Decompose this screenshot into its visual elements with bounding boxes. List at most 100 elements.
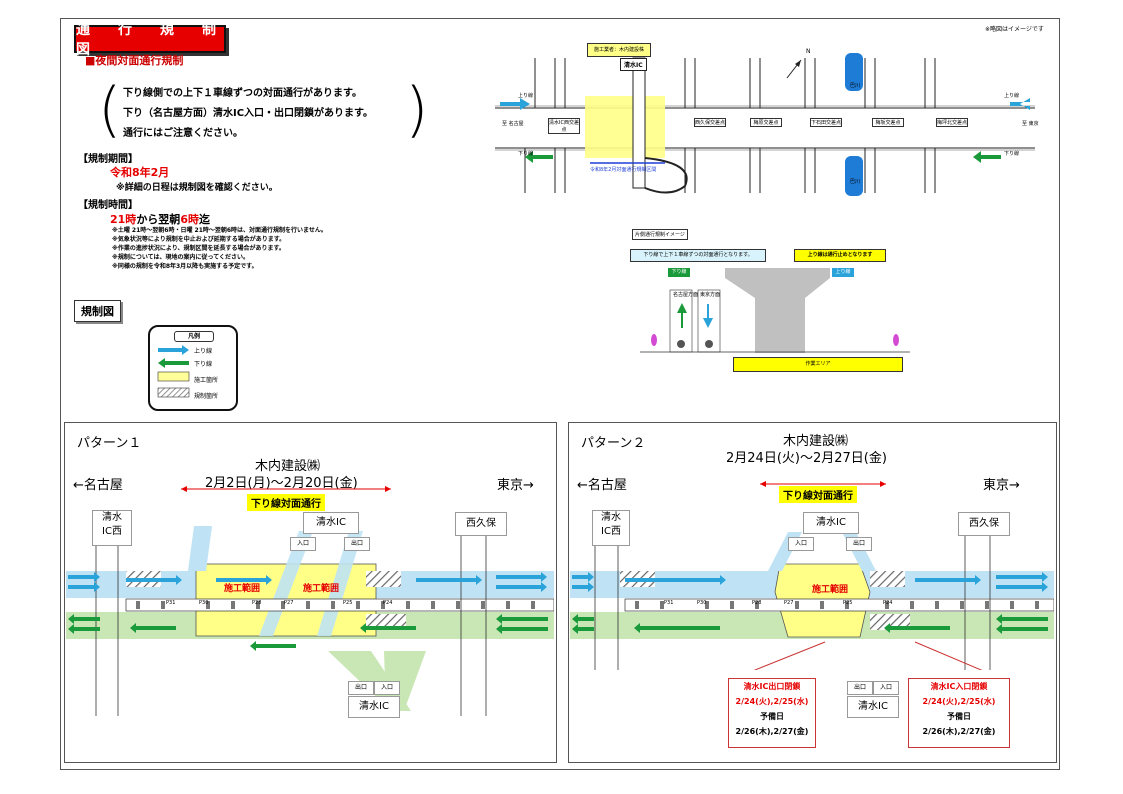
pattern1-box-left: 清水 IC西 [92,510,132,546]
pier-label: P27 [284,600,294,606]
map-range-label: 令和8年2月対面通行規制区間 [590,167,657,173]
legend-title: 凡例 [174,331,214,342]
pattern2-box-ic: 清水IC [803,512,859,534]
closure-title: 清水IC出口閉鎖 [743,682,801,691]
legend-item: 規制箇所 [194,393,219,400]
legend-down-arrow-icon [158,358,189,368]
pattern1-diagram [66,486,554,716]
pattern1-box-right: 西久保 [455,512,507,536]
map-up-arrow-icon [1010,98,1030,110]
xs-left-tag: 下り線 [668,268,690,277]
pattern1-entry: 入口 [290,537,316,551]
xs-up-arrow-icon [677,303,687,328]
map-river-top [845,53,863,91]
xs-pier [725,268,830,353]
pattern2-box-right: 西久保 [958,512,1010,536]
legend-work-swatch [157,371,190,382]
notice-text: 下り線側での上下１車線ずつの対面通行があります。 下り（名古屋方面）清水IC入口… [123,84,373,144]
pier-label: P25 [843,600,853,606]
pattern1-title: パターン１ [77,436,142,451]
legend-item: 施工箇所 [194,377,219,384]
closure-reserve-dates: 2/26(木),2/27(金) [735,727,809,736]
pattern1-work1: 施工範囲 [224,584,261,594]
close-paren: ) [405,75,429,145]
time-until: 迄 [198,213,210,226]
time-notes: ※土曜 21時～翌朝6時・日曜 21時～翌朝6時は、対面通行規制を行いません。 … [112,226,327,271]
time-heading: 【規制時間】 [78,200,138,211]
pattern1-dates: 2月2日(月)～2月20日(金) [205,476,358,491]
map-down-arrow-icon [525,151,553,163]
area-map [495,53,1035,196]
pier-label: P28 [752,600,762,606]
pattern2-bottom-exit: 出口 [847,681,873,695]
time-end: 6時 [180,213,199,226]
pier-label: P27 [784,600,794,606]
cross-section-diagram [640,268,910,353]
period-note: ※詳細の日程は規制図を確認ください。 [116,183,278,193]
legend-restrict-swatch [157,387,190,398]
pattern1-right-city: 東京→ [497,478,534,493]
pattern2-tag: 下り線対面通行 [779,486,857,503]
river-label-top: 巴川 [850,83,861,89]
pattern1-box-ic-bottom: 清水IC [348,696,400,718]
xs-title: 片側通行規制イメージ [632,229,688,240]
closure-dates: 2/24(火),2/25(水) [735,697,809,706]
legend-item: 下り線 [194,361,213,368]
map-ic-label: 清水IC [620,58,647,71]
period-value: 令和8年2月 [110,166,170,179]
pattern2-box-ic-bottom: 清水IC [847,696,899,718]
xs-right-tag: 上り線 [832,268,854,277]
map-down-right: 下り線 [1004,151,1020,157]
time-note: ※規制については、現地の案内に従ってください。 [112,254,250,261]
closure-dates: 2/24(火),2/25(水) [922,697,996,706]
pattern2-contractor: 木内建設㈱ [783,434,849,449]
closure-reserve: 予備日 [947,712,971,721]
xs-down-arrow-icon [703,304,713,328]
closure-reserve: 予備日 [760,712,784,721]
map-intersection: 西久保交差点 [694,118,726,127]
time-note: ※土曜 21時～翌朝6時・日曜 21時～翌朝6時は、対面通行規制を行いません。 [112,227,327,234]
map-right-city: 至 東京 [1022,121,1039,127]
pattern2-entry: 入口 [788,537,814,551]
pier-label: P24 [883,600,893,606]
map-intersection: 下石田交差点 [810,118,842,127]
exit-closure-box: 清水IC出口閉鎖 2/24(火),2/25(水) 予備日 2/26(木),2/2… [728,678,816,748]
kiseizu-label: 規制図 [74,300,121,322]
page-frame [60,18,1060,770]
pattern2-bottom-entry: 入口 [873,681,899,695]
pattern2-box-left: 清水 IC西 [592,510,630,546]
xs-lane-label: 名古屋方面 [673,292,699,298]
pattern2-work1: 施工範囲 [812,585,849,595]
xs-lane-label: 東京方面 [700,292,721,298]
open-paren: ( [98,75,122,145]
image-note: ※略図はイメージです [985,26,1044,33]
notice-line: 通行にはご注意ください。 [123,128,243,139]
subtitle: ■夜間対面通行規制 [85,54,184,67]
map-intersection: 梅原交差点 [750,118,782,127]
map-up-left: 上り線 [518,93,534,99]
pier-label: P25 [343,600,353,606]
pattern2-dates: 2月24日(火)～2月27日(金) [726,451,887,466]
pattern1-left-city: ←名古屋 [73,478,123,493]
legend-symbols [157,345,190,398]
pier-label: P31 [166,600,176,606]
north-label: N [806,48,811,55]
pattern1-bottom-exit: 出口 [348,681,374,695]
map-down-left: 下り線 [518,151,534,157]
pattern1-tag: 下り線対面通行 [247,494,325,511]
legend-item: 上り線 [194,348,213,355]
map-work-area [585,96,665,158]
map-left-city: 至 名古屋 [502,121,524,127]
legend-labels: 上り線 下り線 施工箇所 規制箇所 [194,345,218,403]
page-title: 通 行 規 制 図 [74,22,244,58]
xs-left-note: 下り線で上下１車線ずつの対面通行となります。 [630,249,766,262]
time-start: 21時 [110,213,137,226]
pattern1-work2: 施工範囲 [303,584,340,594]
map-intersection: 清水IC西交差点 [548,118,580,134]
pattern2-left-city: ←名古屋 [577,478,627,493]
pier-label: P24 [383,600,393,606]
map-intersection: 梅坂交差点 [872,118,904,127]
pattern1-box-ic: 清水IC [303,512,359,534]
time-note: ※同様の規制を令和8年3月以降も実施する予定です。 [112,263,258,270]
pier-label: P30 [199,600,209,606]
